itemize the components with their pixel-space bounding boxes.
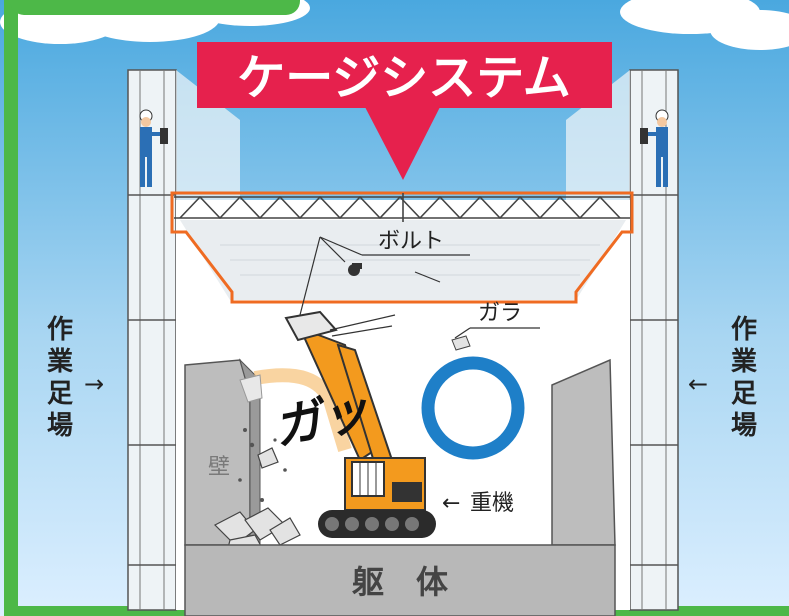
- wall-left: [184, 358, 261, 546]
- debris-leader-lines: [454, 327, 540, 339]
- banner-title: ケージシステム: [237, 50, 571, 106]
- scaffold-left-arrow: →: [84, 370, 104, 398]
- debris-fragments: [238, 428, 287, 502]
- scaffold-left-label-3: 足: [47, 379, 73, 409]
- scaffold-right-arrow: ←: [688, 370, 708, 398]
- circle-mark-icon: [421, 356, 525, 460]
- scaffold-left-label-4: 場: [47, 411, 73, 441]
- wall-right: [551, 358, 616, 546]
- bolt-icon: [348, 263, 362, 276]
- cloud-right: [620, 0, 789, 50]
- scaffold-left-label-2: 業: [47, 347, 73, 377]
- excavator-ghost: [253, 368, 352, 453]
- machine-arrow: ←: [442, 491, 460, 516]
- excavator: [284, 310, 436, 538]
- worker-icon: [640, 109, 669, 187]
- machine-label: 重機: [470, 491, 514, 516]
- scaffold-right-label-4: 場: [731, 411, 757, 441]
- scaffold-left-label-1: 作: [47, 315, 73, 345]
- green-panel-edge: [4, 0, 18, 616]
- scaffold-right-label-1: 作: [731, 315, 757, 345]
- green-tab: [10, 0, 300, 15]
- debris-chunk-icon: [451, 335, 471, 351]
- debris-label: ガラ: [478, 301, 522, 326]
- banner-box: [197, 42, 612, 108]
- scaffold-right-label-3: 足: [731, 379, 757, 409]
- body-label: 躯 体: [352, 563, 448, 601]
- truss: [174, 193, 630, 222]
- wall-label: 壁: [208, 455, 230, 480]
- bolt-leader-lines: [299, 236, 470, 316]
- impact-lines: [329, 314, 396, 337]
- cage-frame: [170, 191, 634, 304]
- worker-icon: [139, 109, 168, 187]
- banner-pointer: [365, 107, 440, 180]
- building-body: [184, 544, 616, 616]
- scaffold-right-label-2: 業: [731, 347, 757, 377]
- bolt-label: ボルト: [378, 229, 444, 254]
